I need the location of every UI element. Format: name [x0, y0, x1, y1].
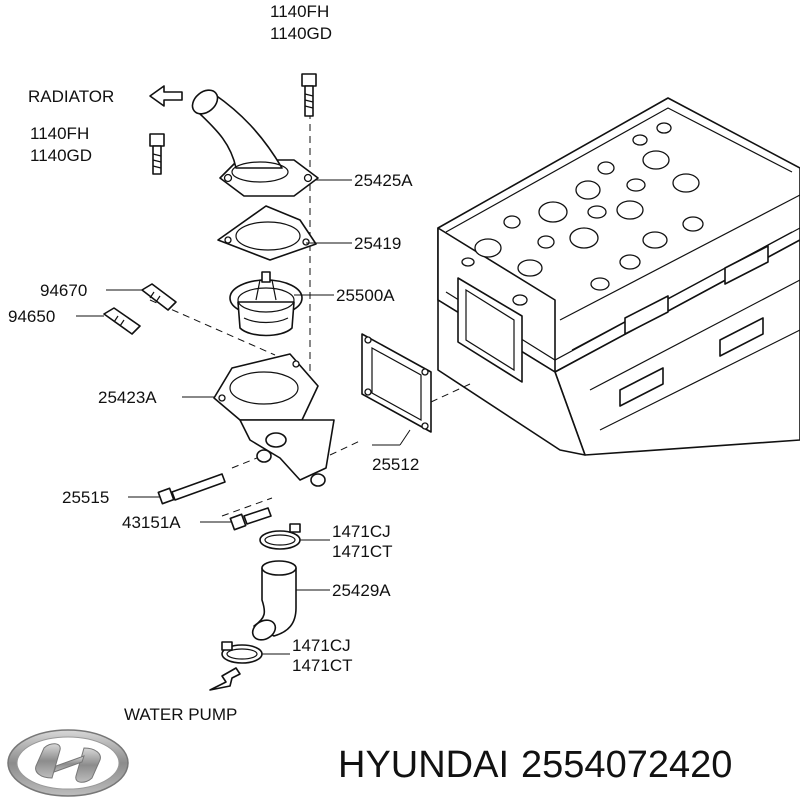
flange-gasket-25512: [361, 333, 432, 433]
arrow-to-radiator-icon: [149, 85, 183, 107]
label-radiator: RADIATOR: [28, 87, 114, 106]
engine-cylinder-head: [437, 97, 800, 456]
label-bolt-left-2: 1140GD: [30, 146, 92, 165]
clamp-lower: [221, 641, 263, 664]
gasket-25419: [217, 205, 317, 261]
label-clamp-lower-2: 1471CT: [292, 656, 352, 675]
sensor-94670: [141, 283, 177, 311]
label-sensor-b: 94650: [8, 307, 55, 326]
label-bolt-top-2: 1140GD: [270, 24, 332, 43]
label-clamp-lower-1: 1471CJ: [292, 636, 351, 655]
label-outlet-fitting: 25425A: [354, 171, 413, 190]
label-bolt-short: 43151A: [122, 513, 181, 532]
label-housing: 25423A: [98, 388, 157, 407]
label-sensor-a: 94670: [40, 281, 87, 300]
hyundai-logo: [7, 729, 129, 797]
thermostat-housing-25423A: [213, 353, 335, 487]
brand-part-number-value: 2554072420: [521, 744, 732, 786]
hose-25429A: [251, 560, 297, 641]
label-bolt-left-1: 1140FH: [30, 124, 89, 143]
label-hose: 25429A: [332, 581, 391, 600]
brand-name: HYUNDAI: [338, 744, 509, 786]
bolt-top: [301, 73, 317, 117]
label-gasket-flange: 25512: [372, 455, 419, 474]
bolt-25515: [157, 473, 226, 505]
clamp-upper: [259, 523, 301, 550]
thermostat-25500A: [229, 271, 303, 337]
label-clamp-upper-2: 1471CT: [332, 542, 392, 561]
part-labels: 1140FH 1140GD RADIATOR 1140FH 1140GD 254…: [8, 2, 419, 724]
label-gasket-upper: 25419: [354, 234, 401, 253]
leader-lines: [76, 179, 411, 655]
brand-part-number: HYUNDAI 2554072420: [338, 744, 732, 786]
label-water-pump: WATER PUMP: [124, 705, 237, 724]
outlet-fitting-25425A: [191, 89, 319, 197]
label-clamp-upper-1: 1471CJ: [332, 522, 391, 541]
bolt-43151A: [229, 507, 272, 531]
sensor-94650: [103, 307, 141, 335]
label-thermostat: 25500A: [336, 286, 395, 305]
label-bolt-top-1: 1140FH: [270, 2, 329, 21]
arrow-to-water-pump-icon: [209, 667, 241, 691]
label-bolt-long: 25515: [62, 488, 109, 507]
bolt-left: [149, 133, 165, 175]
